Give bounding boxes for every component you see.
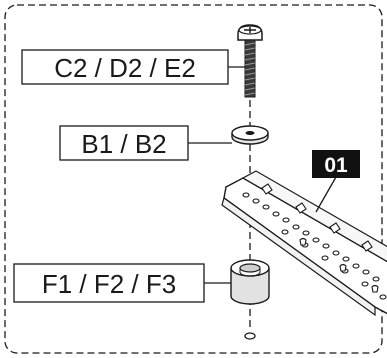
washer-icon [231, 125, 269, 145]
wall-bracket-icon [221, 170, 387, 317]
callout-spacer-label: F1 / F2 / F3 [42, 269, 176, 299]
callout-bracket: 01 [312, 150, 360, 213]
callout-screw: C2 / D2 / E2 [21, 49, 245, 85]
callout-spacer: F1 / F2 / F3 [13, 263, 231, 303]
callout-screw-label: C2 / D2 / E2 [54, 53, 196, 83]
mount-point-icon [244, 332, 256, 340]
callout-bracket-label: 01 [324, 154, 348, 177]
screw-icon [237, 24, 263, 98]
callout-washer-label: B1 / B2 [81, 129, 166, 159]
spacer-icon [230, 259, 270, 305]
diagram-frame [4, 4, 383, 354]
callout-washer: B1 / B2 [59, 125, 232, 161]
